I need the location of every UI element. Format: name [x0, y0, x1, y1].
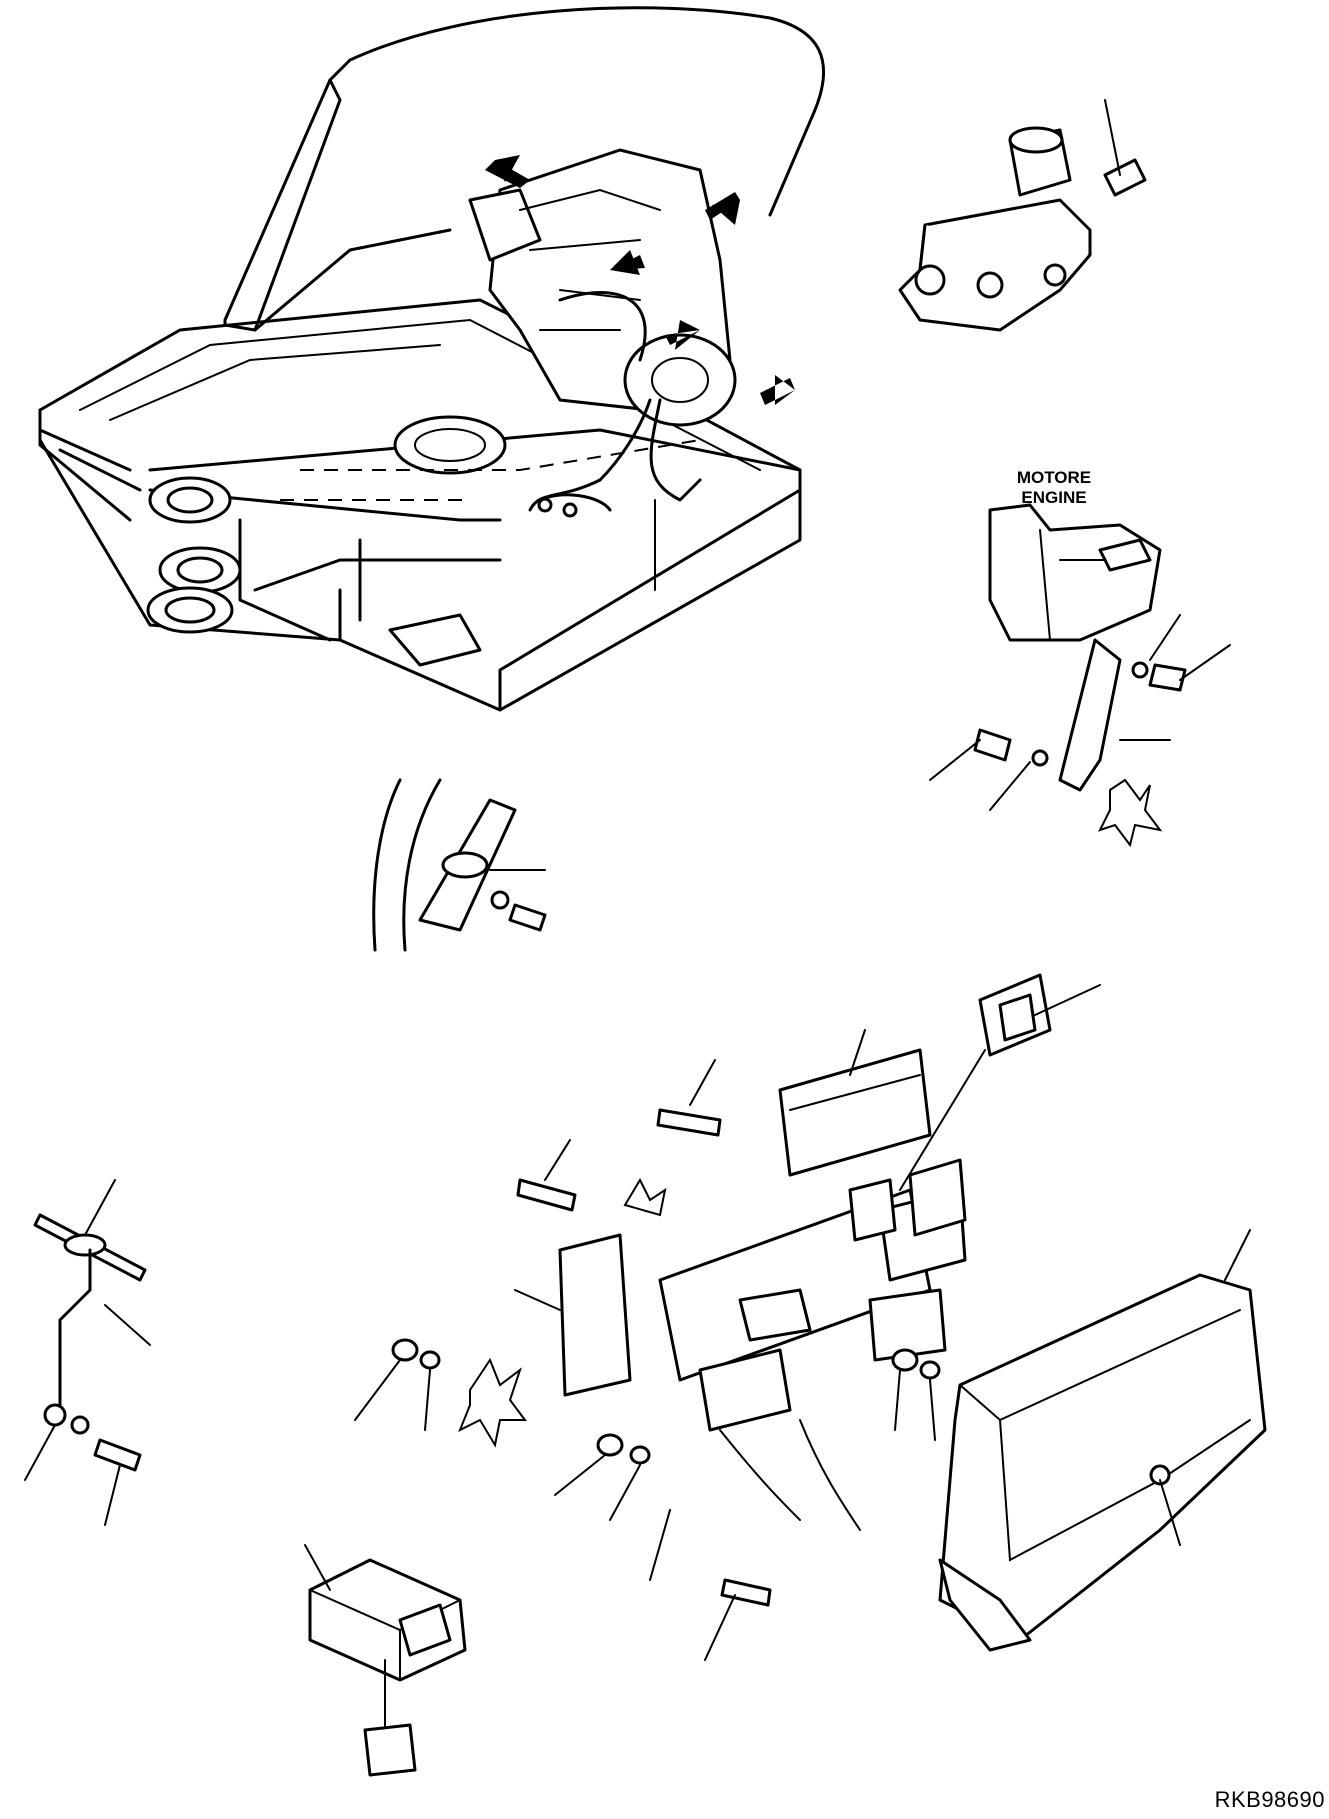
level-sensor-detail [24, 1179, 151, 1526]
fuse-relay-panel [354, 973, 1101, 1661]
pressure-switch-valve [898, 99, 1147, 332]
relay-unit-detail [304, 1544, 467, 1777]
figure-reference-code: RKB98690 [1214, 1787, 1325, 1812]
chassis-frame-assembly [38, 6, 825, 712]
hose-clamp-detail [372, 778, 547, 952]
engine-callout-line2: ENGINE [1021, 488, 1087, 507]
engine-ground-strap-detail [929, 503, 1231, 848]
fuse-box-cover [938, 1229, 1267, 1652]
engine-callout: MOTORE ENGINE [1004, 468, 1104, 508]
engine-callout-line1: MOTORE [1016, 468, 1092, 487]
